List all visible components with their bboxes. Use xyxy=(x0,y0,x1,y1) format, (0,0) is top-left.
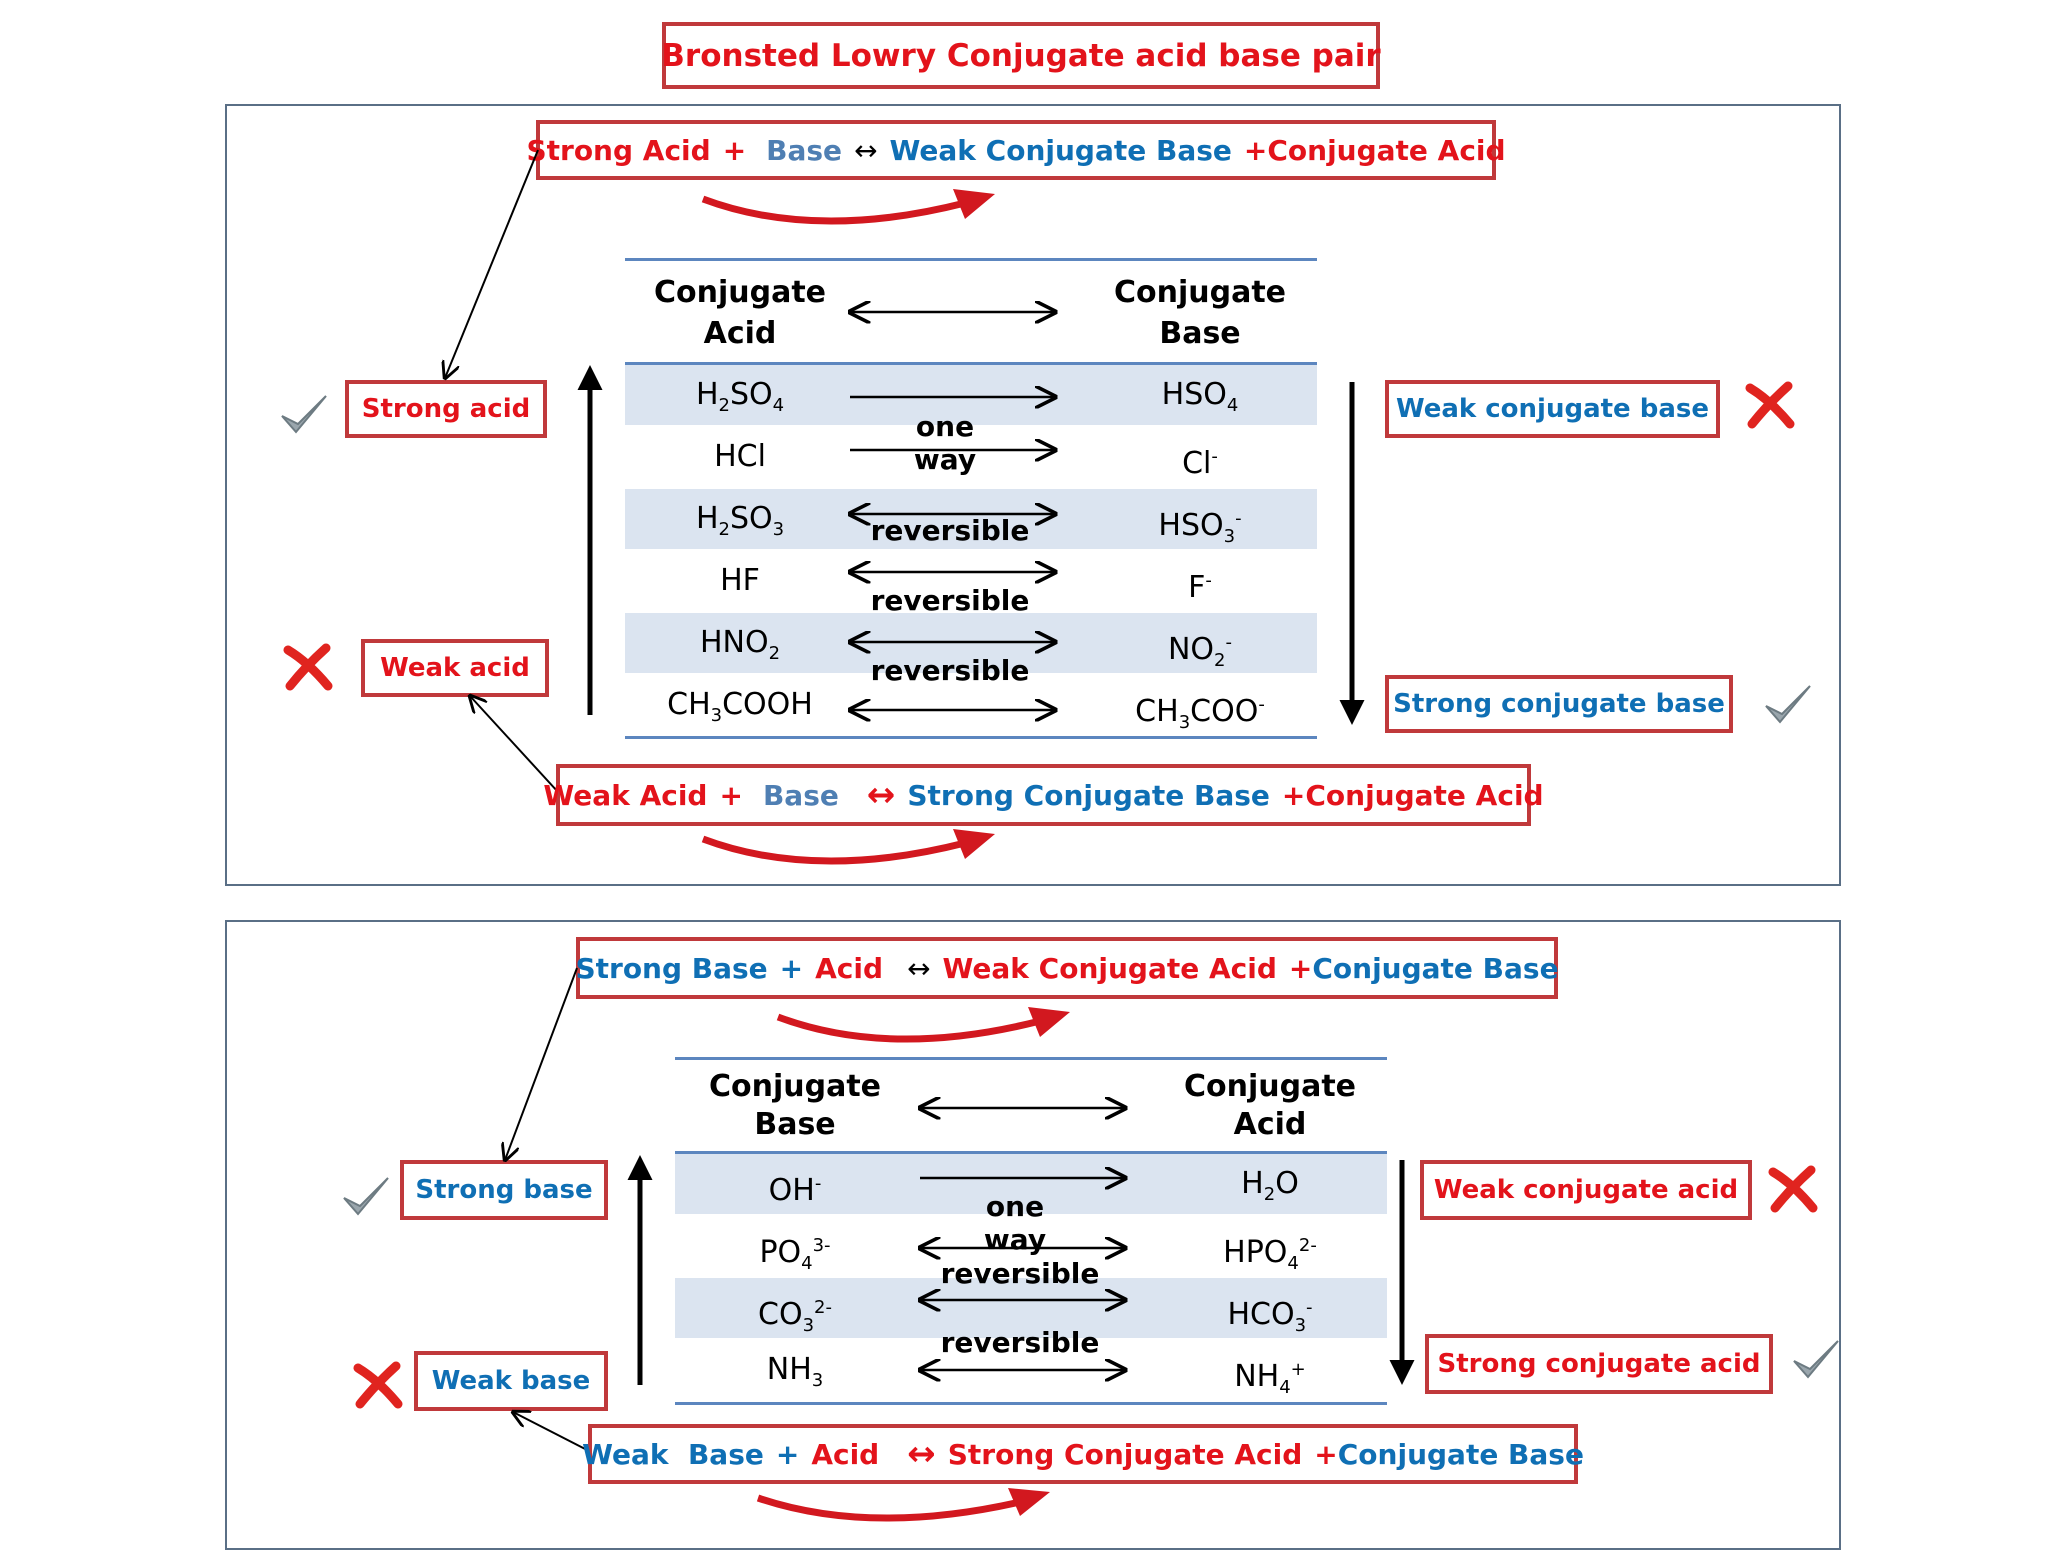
equation-weak-base: Weak Base + Acid ↔ Strong Conjugate Acid… xyxy=(582,1424,1584,1484)
eq-term: Weak Conjugate Acid xyxy=(942,951,1277,985)
equation-strong-acid: Strong Acid + Base ↔ Weak Conjugate Base… xyxy=(526,120,1506,180)
eq-term: Base xyxy=(766,133,843,167)
label-strong-conjugate-acid: Strong conjugate acid xyxy=(1425,1334,1773,1394)
eq-term: Strong Acid xyxy=(526,133,711,167)
label-reversible: reversible xyxy=(870,584,1030,617)
eq-plus: + xyxy=(779,951,804,985)
eq-term: Strong Conjugate Acid xyxy=(947,1437,1303,1471)
eq-term: Base xyxy=(762,778,839,812)
equation-weak-acid: Weak Acid + Base ↔ Strong Conjugate Base… xyxy=(543,764,1544,826)
table-top-rule xyxy=(675,1057,1387,1060)
eq-plus: + xyxy=(775,1437,800,1471)
label-weak-base: Weak base xyxy=(414,1351,608,1411)
eq-term: Weak Conjugate Base xyxy=(889,133,1232,167)
table-row: HNO2 NO2- xyxy=(625,613,1317,673)
check-icon xyxy=(1793,1340,1839,1379)
table-arrows xyxy=(910,1090,1140,1400)
curved-arrow-icon xyxy=(756,1488,1050,1522)
label-reversible: reversible xyxy=(940,1257,1100,1290)
equation-strong-base: Strong Base + Acid ↔ Weak Conjugate Acid… xyxy=(575,937,1559,999)
eq-term: Acid xyxy=(811,1437,880,1471)
eq-term: Conjugate Acid xyxy=(1267,133,1506,167)
label-one-way: one way xyxy=(913,410,977,476)
eq-plus: + xyxy=(719,778,743,812)
table-header-rule xyxy=(675,1151,1387,1154)
table-row: H2SO4 HSO4 xyxy=(625,365,1317,425)
label-strong-base: Strong base xyxy=(400,1160,608,1220)
up-arrow-icon xyxy=(577,365,603,715)
eq-arrow: ↔ xyxy=(866,775,896,815)
label-reversible: reversible xyxy=(870,654,1030,687)
table-row: HF F- xyxy=(720,563,1212,605)
down-arrow-icon xyxy=(1339,382,1365,725)
table-row: HCl Cl- xyxy=(714,439,1218,481)
eq-term: Conjugate Base xyxy=(1337,1437,1584,1471)
label-strong-conjugate-base: Strong conjugate base xyxy=(1385,675,1733,733)
curved-arrow-icon xyxy=(776,1007,1070,1043)
curved-arrow-icon xyxy=(701,829,995,865)
table-bottom-rule xyxy=(625,736,1317,739)
check-icon xyxy=(343,1177,389,1216)
table-header-rule xyxy=(625,362,1317,365)
table-top-rule xyxy=(625,258,1317,261)
eq-arrow: ↔ xyxy=(907,1434,936,1474)
label-reversible: reversible xyxy=(870,514,1030,547)
eq-plus: + xyxy=(722,133,747,167)
table-row: OH- H2O xyxy=(675,1154,1387,1214)
check-icon xyxy=(281,395,327,434)
table-bottom-rule xyxy=(675,1402,1387,1405)
table-row: PO43- HPO42- xyxy=(759,1235,1317,1274)
label-weak-acid: Weak acid xyxy=(361,639,549,697)
eq-term: Weak Base xyxy=(582,1437,764,1471)
up-arrow-icon xyxy=(627,1155,653,1385)
table-row: CH3COOH CH3COO- xyxy=(667,687,1265,733)
label-reversible: reversible xyxy=(940,1326,1100,1359)
label-one-way: one way xyxy=(983,1190,1047,1256)
eq-term: Conjugate Acid xyxy=(1305,778,1544,812)
eq-arrow: ↔ xyxy=(907,951,931,985)
eq-term: Strong Conjugate Base xyxy=(907,778,1270,812)
eq-plus: + xyxy=(1314,1437,1338,1471)
down-arrow-icon xyxy=(1389,1160,1415,1385)
page-title: Bronsted Lowry Conjugate acid base pair xyxy=(661,22,1381,89)
eq-plus: + xyxy=(1243,133,1268,167)
cross-icon xyxy=(353,1361,403,1409)
eq-plus: + xyxy=(1281,778,1306,812)
table-arrows xyxy=(840,290,1070,730)
check-icon xyxy=(1765,685,1811,724)
eq-term: Weak Acid xyxy=(543,778,708,812)
eq-arrow: ↔ xyxy=(854,133,878,167)
table-row: NH3 NH4+ xyxy=(766,1352,1306,1398)
eq-term: Conjugate Base xyxy=(1312,951,1559,985)
eq-term: Acid xyxy=(815,951,884,985)
label-weak-conjugate-base: Weak conjugate base xyxy=(1385,380,1720,438)
curved-arrow-icon xyxy=(701,189,995,225)
eq-term: Strong Base xyxy=(575,951,768,985)
cross-icon xyxy=(1768,1165,1818,1213)
connector-lines xyxy=(430,149,559,793)
eq-plus: + xyxy=(1288,951,1313,985)
cross-icon xyxy=(283,643,333,691)
cross-icon xyxy=(1745,381,1795,429)
label-weak-conjugate-acid: Weak conjugate acid xyxy=(1420,1160,1752,1220)
connector-lines xyxy=(495,967,592,1453)
